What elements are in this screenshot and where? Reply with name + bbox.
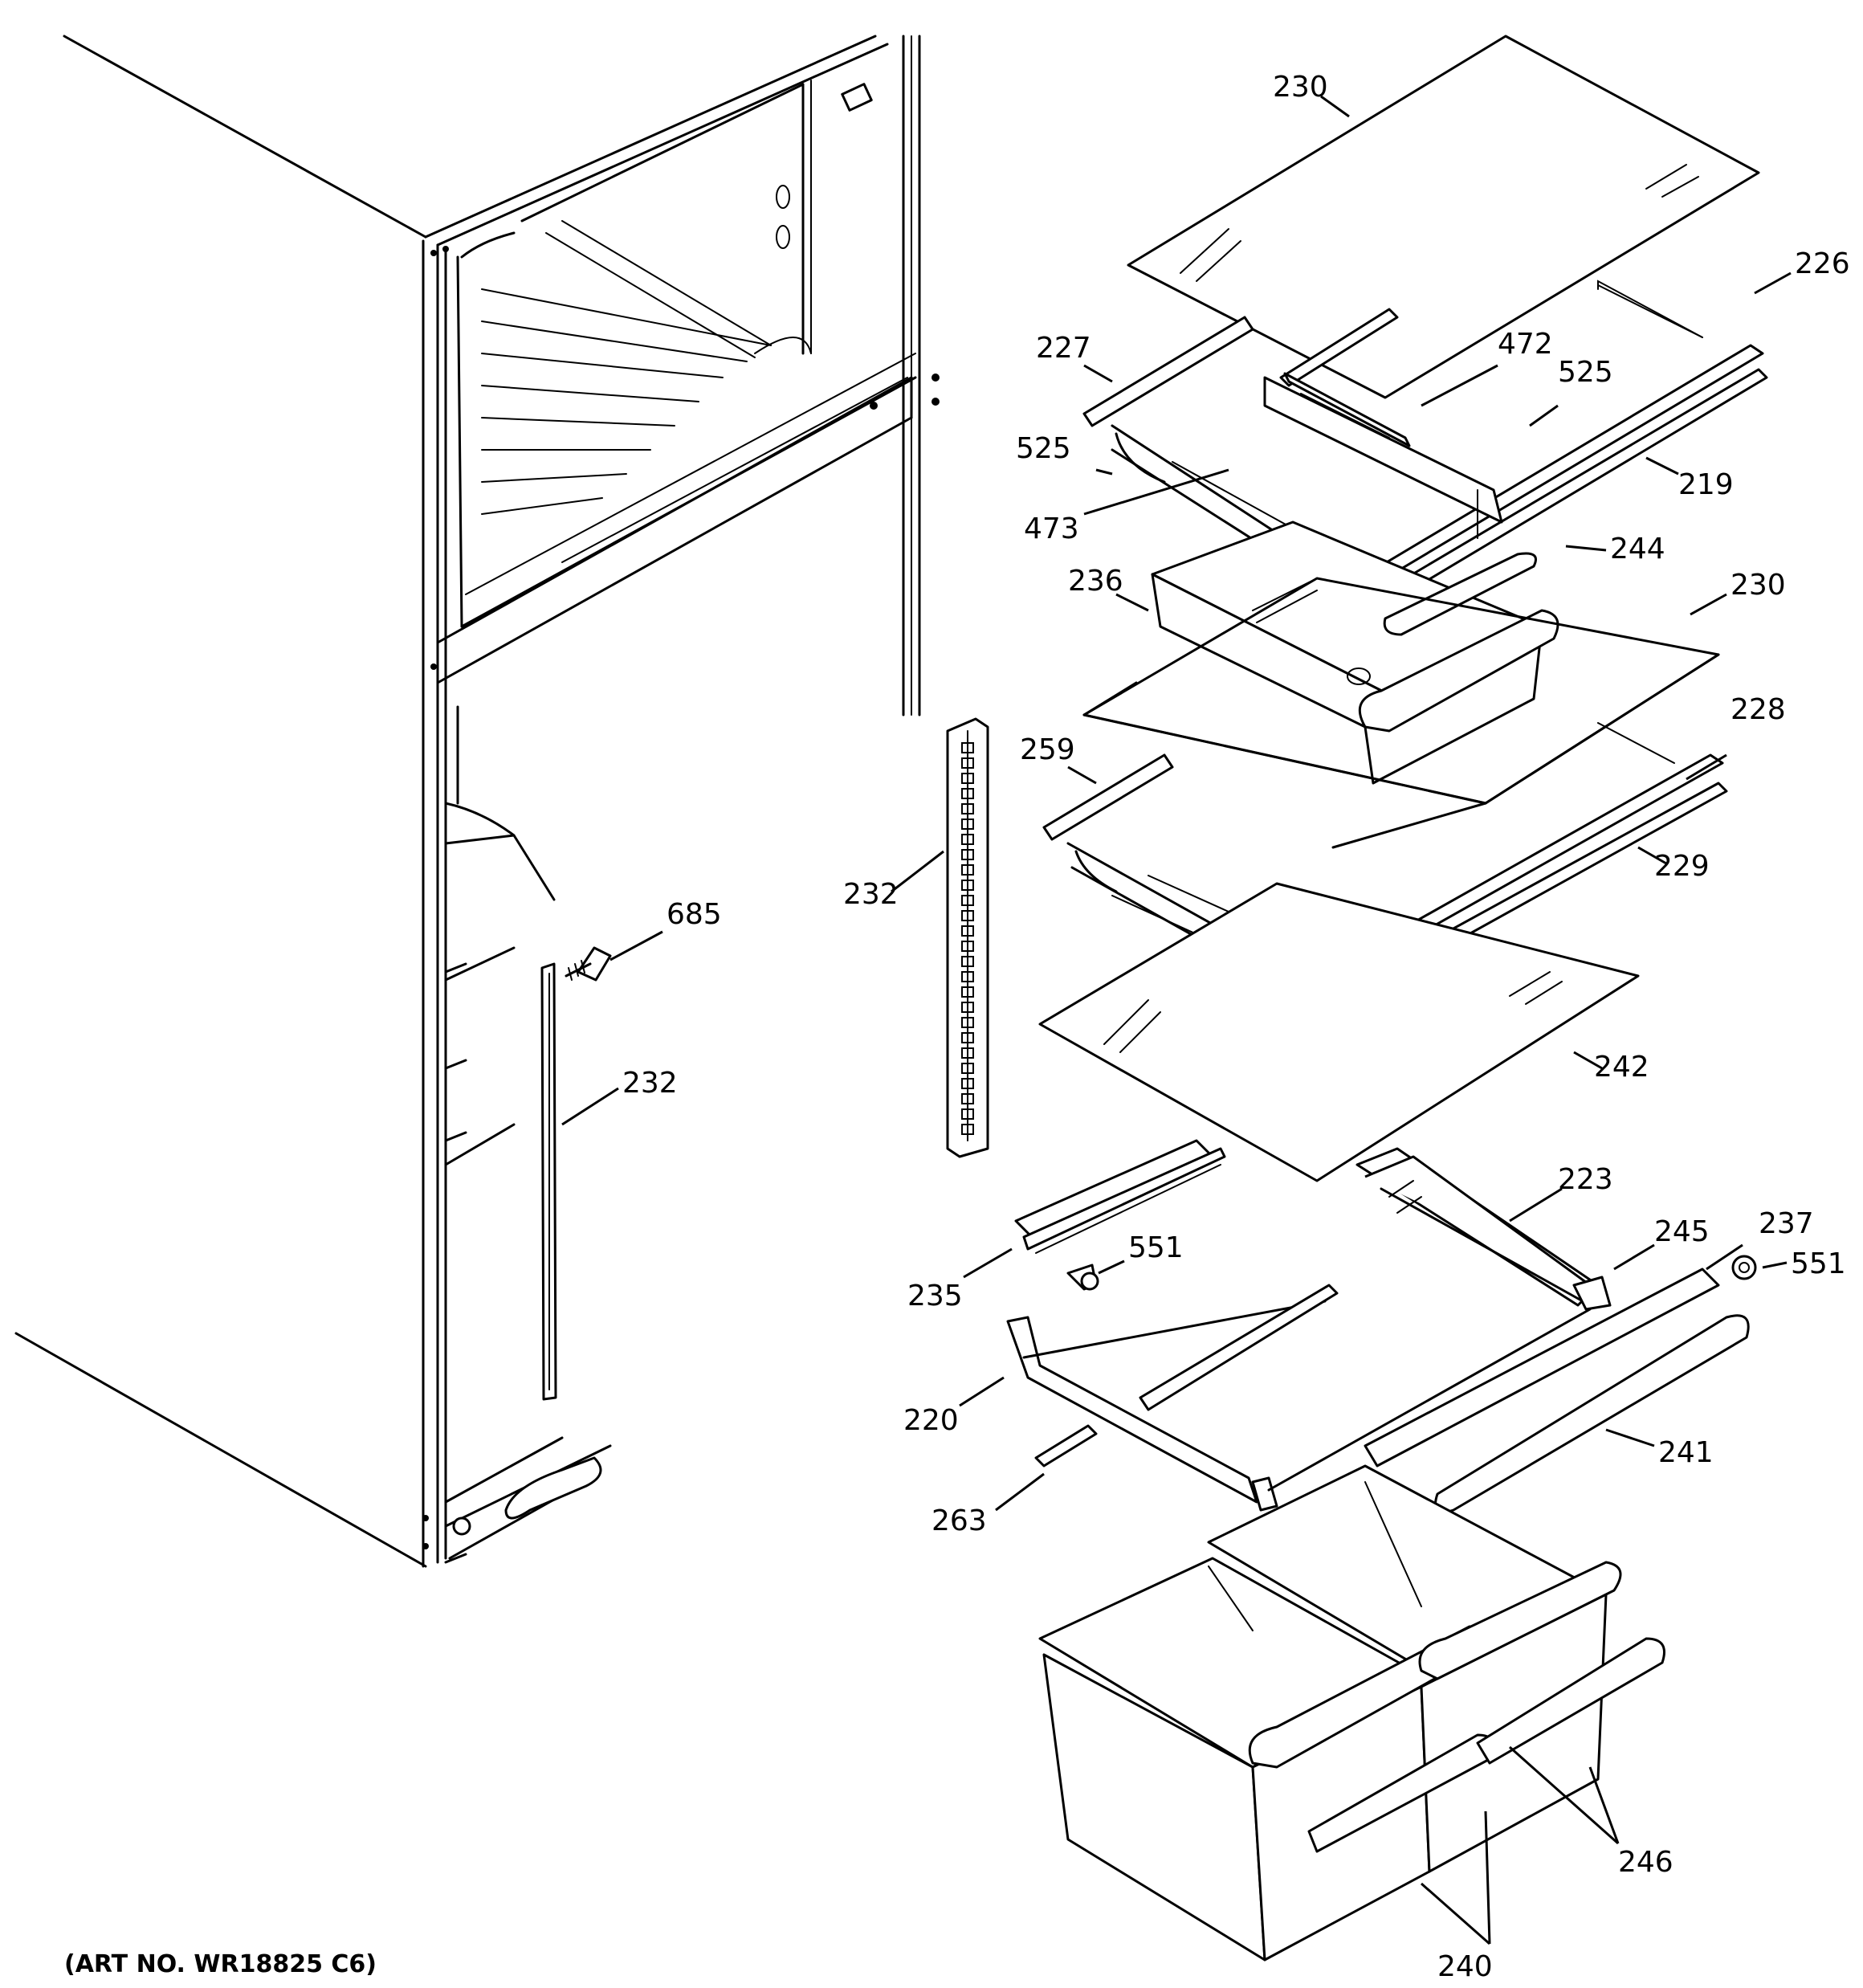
art-number: (ART NO. WR18825 C6): [64, 1950, 377, 1978]
shelf-standard-slot: [961, 773, 974, 784]
callout-232-left: 232: [622, 1067, 678, 1100]
callout-685: 685: [667, 898, 722, 931]
callout-226: 226: [1795, 247, 1850, 280]
callout-228: 228: [1731, 693, 1786, 726]
shelf-standard-slot: [961, 1002, 974, 1013]
shelf-standard-slot: [961, 1078, 974, 1089]
shelf-standard-slot: [961, 1124, 974, 1135]
callout-236: 236: [1068, 565, 1123, 598]
shelf-standard-slot: [961, 1017, 974, 1028]
callout-241: 241: [1658, 1436, 1714, 1469]
crisper-covers: [1364, 1268, 1750, 1513]
callout-219: 219: [1678, 468, 1734, 501]
callout-525-left: 525: [1016, 432, 1071, 465]
callout-259: 259: [1020, 733, 1075, 766]
callout-230-top: 230: [1273, 71, 1328, 104]
shelf-standard-slot: [961, 757, 974, 769]
shelf-standard-slot: [961, 818, 974, 830]
glass-shelf-242: [1038, 882, 1640, 1182]
shelf-standard-slot: [961, 1032, 974, 1043]
shelf-standard-slot: [961, 1063, 974, 1074]
shelf-standard-slot: [961, 834, 974, 845]
drawer-rail-220: [1006, 1284, 1592, 1512]
callout-227: 227: [1036, 332, 1091, 365]
callout-230-mid: 230: [1731, 569, 1786, 602]
callout-220: 220: [903, 1404, 959, 1437]
screw-685-icon: [565, 946, 612, 982]
crisper-frame: [1014, 1139, 1612, 1311]
crisper-drawers: [1038, 1464, 1665, 1961]
shelf-standard-slot: [961, 849, 974, 860]
callout-244: 244: [1610, 533, 1665, 565]
screw-551-left-icon: [1066, 1263, 1099, 1291]
callout-242: 242: [1594, 1051, 1649, 1084]
shelf-standard-slot: [961, 1093, 974, 1104]
meat-drawer: [1151, 520, 1559, 785]
shelf-standard-slot: [961, 742, 974, 753]
callout-240: 240: [1437, 1950, 1493, 1983]
callout-551-right: 551: [1791, 1247, 1846, 1280]
callout-263: 263: [932, 1504, 987, 1537]
shelf-standard-slot: [961, 986, 974, 998]
callout-473: 473: [1024, 512, 1079, 545]
callout-leaders: [561, 95, 1792, 1945]
shelf-standard-slot: [961, 1047, 974, 1059]
shelf-standard-slot: [961, 910, 974, 921]
shelf-standard-slot: [961, 895, 974, 906]
shelf-support-left: [540, 962, 557, 1401]
shelf-standard-slot: [961, 880, 974, 891]
callout-229: 229: [1654, 850, 1710, 883]
callout-525-right: 525: [1558, 356, 1613, 389]
callout-472: 472: [1498, 328, 1553, 361]
shelf-standard-slot: [961, 925, 974, 937]
callout-551-left: 551: [1128, 1231, 1184, 1264]
shelf-standard-slot: [961, 788, 974, 799]
callout-235: 235: [907, 1280, 963, 1312]
callout-245: 245: [1654, 1215, 1710, 1248]
glass-shelf-middle: [1082, 577, 1720, 849]
shelf-standard-slot: [961, 941, 974, 952]
glass-shelf-top: [1127, 35, 1760, 399]
callout-223: 223: [1558, 1163, 1613, 1196]
callout-246: 246: [1618, 1846, 1673, 1879]
callout-labels: 230 226 227 472 525 525 219 473 244 236 …: [622, 71, 1850, 1983]
shelf-standard-slot: [961, 956, 974, 967]
shelf-standard-center: [946, 717, 989, 1158]
upper-shelf-frame: [1082, 280, 1768, 620]
shelf-standard-slot: [961, 803, 974, 814]
shelf-standard-slot: [961, 971, 974, 982]
callout-232-center: 232: [843, 878, 899, 911]
refrigerator-cabinet: [14, 35, 940, 1568]
shelf-standard-slot: [961, 1108, 974, 1120]
screw-551-right-icon: [1731, 1255, 1757, 1280]
callout-237: 237: [1759, 1207, 1814, 1240]
shelf-standard-slot: [961, 864, 974, 876]
